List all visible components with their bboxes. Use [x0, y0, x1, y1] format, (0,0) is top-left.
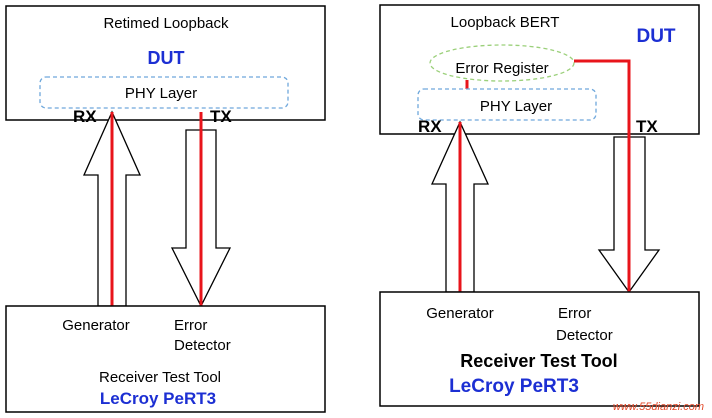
- left-dut-box: [5, 5, 326, 121]
- left-tool-box: [5, 305, 326, 413]
- right-error-register-label: Error Register: [455, 60, 548, 77]
- right-rx-label: RX: [418, 117, 442, 136]
- right-phy-layer-label: PHY Layer: [480, 98, 552, 115]
- right-dut-label: DUT: [636, 26, 675, 47]
- right-tool-box: [379, 291, 700, 407]
- right-detector-label: Detector: [556, 327, 613, 344]
- left-error-label: Error: [174, 317, 207, 334]
- left-generator-label: Generator: [62, 317, 130, 334]
- left-detector-label: Detector: [174, 337, 231, 354]
- left-tool-label: Receiver Test Tool: [99, 369, 221, 386]
- left-rx-label: RX: [73, 107, 97, 126]
- left-product-label: LeCroy PeRT3: [100, 389, 216, 408]
- right-diagram: Loopback BERT DUT Error Register PHY Lay…: [379, 4, 700, 407]
- right-tool-label: Receiver Test Tool: [460, 351, 617, 371]
- left-title: Retimed Loopback: [103, 15, 229, 32]
- right-phy-layer-box: [417, 88, 597, 121]
- right-generator-label: Generator: [426, 305, 494, 322]
- left-tx-label: TX: [210, 107, 232, 126]
- right-tx-signal-line: [574, 59, 631, 292]
- right-product-label: LeCroy PeRT3: [449, 376, 579, 397]
- left-dut-label: DUT: [148, 48, 185, 68]
- right-error-register-ellipse: [429, 44, 575, 82]
- right-dut-box: [379, 4, 700, 135]
- left-diagram: Retimed Loopback DUT PHY Layer RX TX Gen…: [5, 5, 326, 413]
- right-title: Loopback BERT: [451, 14, 560, 31]
- right-tx-label: TX: [636, 117, 658, 136]
- right-error-label: Error: [558, 305, 591, 322]
- watermark: www.55dianzi.com: [613, 401, 704, 413]
- left-phy-layer-box: [39, 76, 289, 109]
- left-phy-layer-label: PHY Layer: [125, 85, 197, 102]
